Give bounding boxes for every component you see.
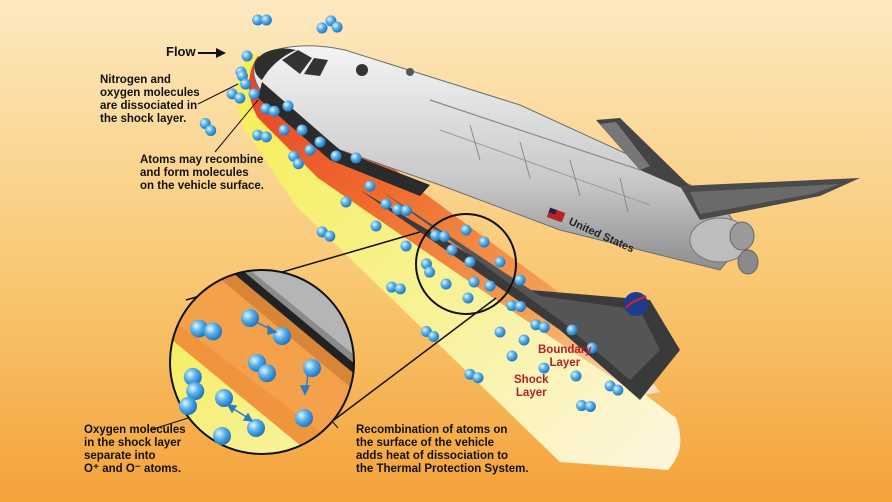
atom: [282, 100, 294, 112]
atom: [494, 326, 506, 338]
atom: [215, 389, 233, 407]
atom: [538, 362, 550, 374]
atom: [295, 409, 313, 427]
atom: [514, 274, 526, 286]
atom: [330, 150, 342, 162]
atom: [304, 144, 316, 156]
atom: [303, 359, 321, 377]
atom: [460, 224, 472, 236]
atom: [213, 427, 231, 445]
flow-arrow: [198, 48, 226, 58]
atom: [570, 370, 582, 382]
dissociation-annotation: Nitrogen and oxygen molecules are dissoc…: [100, 74, 200, 125]
atom: [400, 240, 412, 252]
atom: [478, 236, 490, 248]
molecule-group: [199, 14, 624, 412]
molecule: [530, 319, 542, 331]
molecule: [430, 230, 442, 242]
recombination-heat-annotation: Recombination of atoms on the surface of…: [356, 424, 529, 475]
molecule: [234, 92, 246, 104]
atom: [316, 22, 328, 34]
molecule: [183, 367, 202, 386]
atom: [494, 256, 506, 268]
atom: [380, 198, 392, 210]
atom: [566, 324, 578, 336]
molecule: [260, 103, 272, 115]
atom: [273, 327, 291, 345]
molecule: [292, 158, 304, 170]
molecule: [612, 384, 624, 396]
atom: [462, 292, 474, 304]
molecule: [438, 230, 450, 242]
atom: [248, 88, 260, 100]
molecule: [204, 322, 223, 341]
molecule: [252, 129, 264, 141]
atom: [370, 220, 382, 232]
molecule: [186, 382, 205, 401]
atom: [314, 136, 326, 148]
molecule: [260, 131, 272, 143]
atom: [350, 152, 362, 164]
molecule: [268, 105, 280, 117]
atom: [364, 180, 376, 192]
boundary-layer-label: Boundary Layer: [538, 344, 592, 369]
molecule: [240, 78, 252, 90]
molecule: [400, 204, 412, 216]
atom: [241, 309, 259, 327]
molecule: [584, 400, 596, 412]
molecule: [260, 14, 272, 26]
atom: [278, 124, 290, 136]
molecule: [538, 321, 550, 333]
atom: [296, 124, 308, 136]
atom: [340, 196, 352, 208]
molecule: [386, 281, 398, 293]
molecule: [331, 21, 343, 33]
atom: [464, 256, 476, 268]
oxygen-separation-annotation: Oxygen molecules in the shock layer sepa…: [84, 424, 186, 475]
atom: [468, 276, 480, 288]
cockpit-windows: [282, 50, 312, 74]
flow-label: Flow: [166, 44, 196, 59]
atom: [518, 334, 530, 346]
atom: [446, 244, 458, 256]
molecule: [428, 330, 440, 342]
molecule: [514, 300, 526, 312]
molecule: [394, 283, 406, 295]
atom: [247, 419, 265, 437]
atom: [241, 50, 253, 62]
molecule: [506, 300, 518, 312]
nasa-insignia: [624, 292, 648, 316]
atom: [506, 350, 518, 362]
molecule: [576, 400, 588, 412]
molecule: [258, 364, 277, 383]
atom: [484, 280, 496, 292]
molecule: [189, 319, 208, 338]
molecule: [424, 266, 436, 278]
recombine-annotation: Atoms may recombine and form molecules o…: [140, 154, 264, 192]
focus-circle: [415, 213, 517, 315]
molecule: [472, 372, 484, 384]
molecule: [205, 124, 217, 136]
atom: [179, 397, 197, 415]
molecule: [392, 204, 404, 216]
shock-layer-label: Shock Layer: [514, 374, 549, 399]
molecule: [252, 14, 264, 26]
atom: [440, 278, 452, 290]
molecule: [324, 230, 336, 242]
atom: [586, 342, 598, 354]
